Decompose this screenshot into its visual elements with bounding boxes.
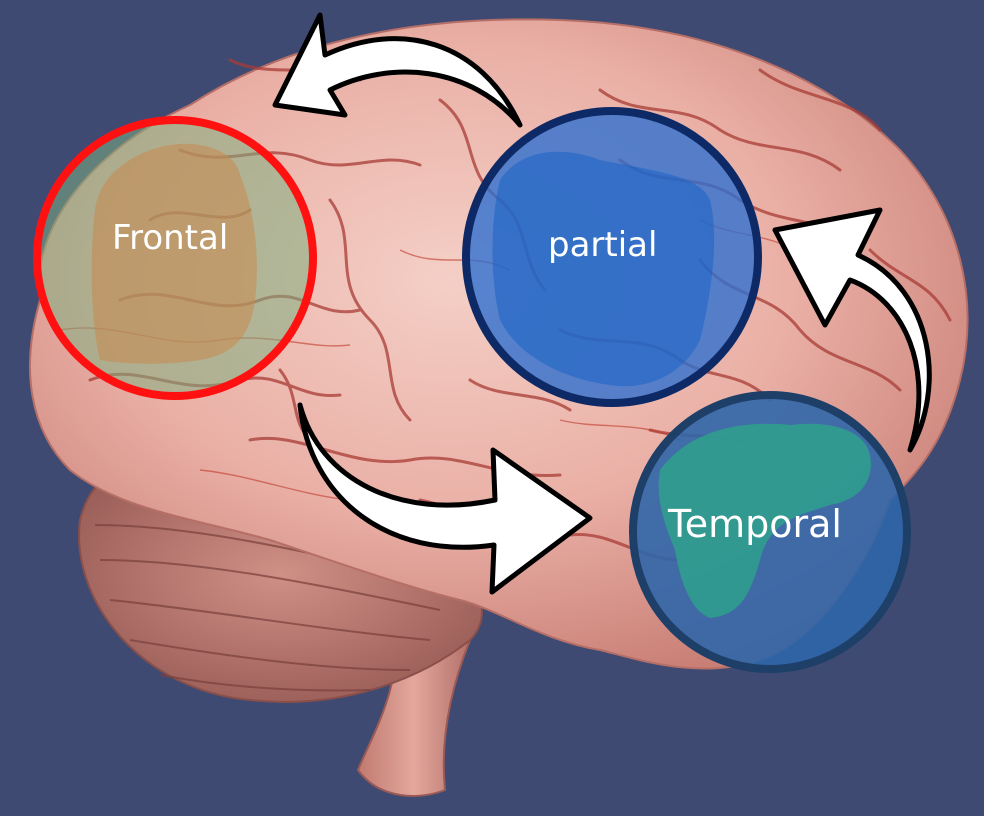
temporal-label: Temporal: [668, 502, 842, 546]
frontal-label: Frontal: [112, 218, 228, 258]
partial-label: partial: [548, 225, 657, 265]
frontal-lobe-marker: [37, 120, 313, 396]
partial-highlight: [493, 152, 715, 386]
